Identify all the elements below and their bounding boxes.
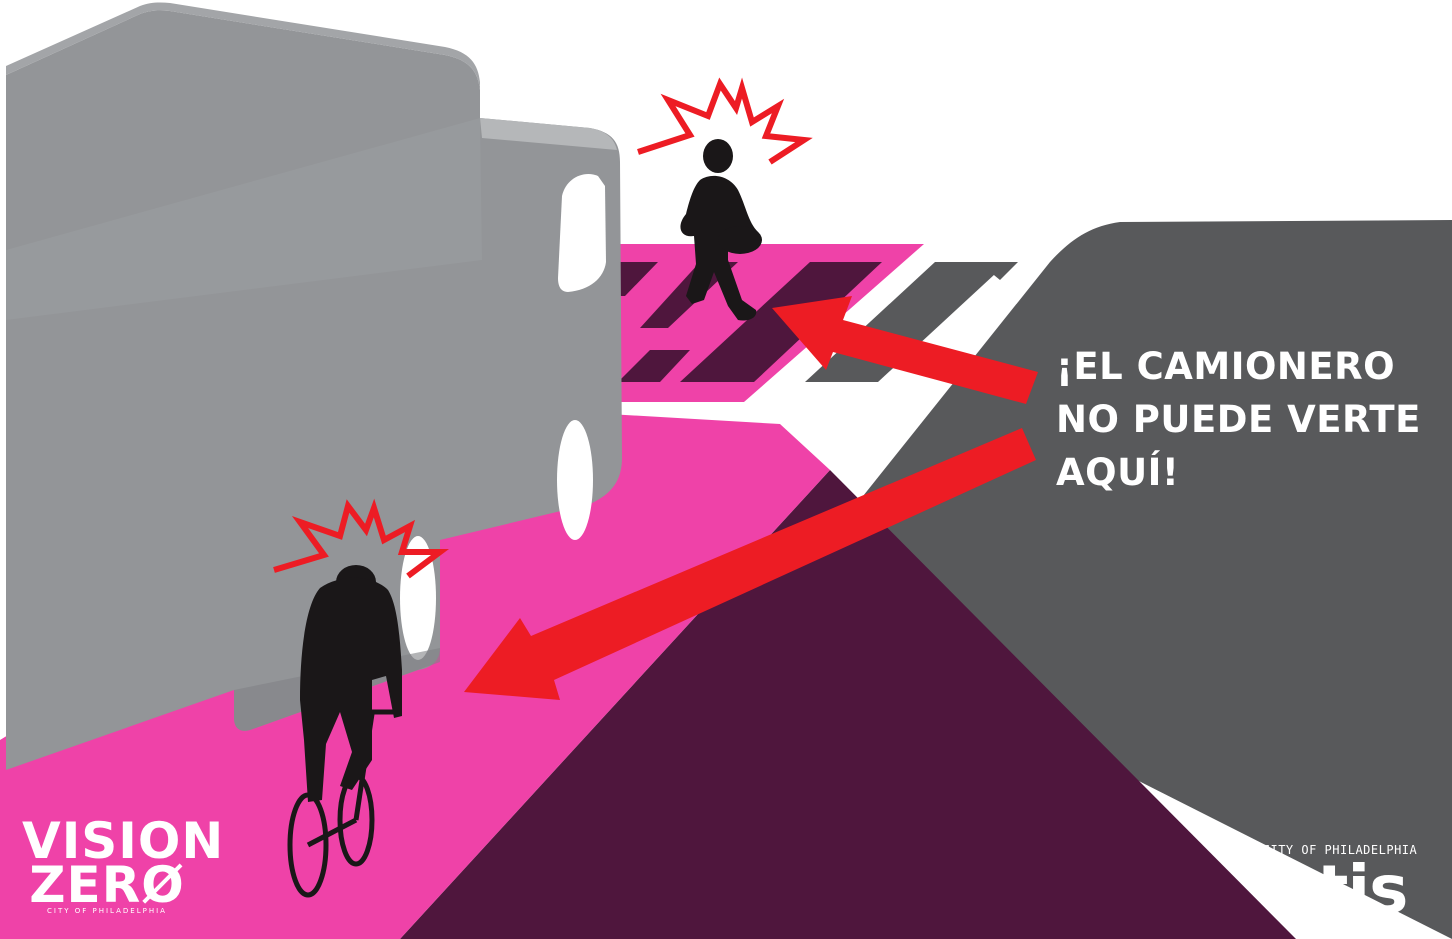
crosswalk-stripe <box>618 262 658 296</box>
blind-spot-zone <box>400 470 1296 939</box>
vision-zero-word-2: ZERØ <box>29 856 185 914</box>
alert-burst-icon <box>273 498 449 579</box>
otis-city-label: CITY OF PHILADELPHIA <box>1262 843 1418 857</box>
truck-icon <box>6 2 622 770</box>
crosswalk-stripe <box>978 262 1018 280</box>
vision-zero-logo: VISION ZERØ CITY OF PHILADELPHIA <box>22 812 225 916</box>
otis-wordmark: otis <box>1272 851 1409 928</box>
crosswalk-stripe <box>618 350 690 382</box>
vision-zero-tagline: CITY OF PHILADELPHIA <box>47 907 167 915</box>
warning-line: AQUÍ! <box>1056 451 1180 494</box>
warning-message: ¡EL CAMIONERO NO PUEDE VERTE AQUÍ! <box>1056 340 1446 499</box>
crosswalk-stripe <box>680 262 882 382</box>
warning-line: NO PUEDE VERTE <box>1056 398 1421 441</box>
arrow-icon <box>772 296 1038 404</box>
arrow-icon <box>464 428 1036 700</box>
alert-burst-icon <box>637 77 813 165</box>
vision-zero-word-1: VISION <box>22 812 225 870</box>
otis-logo: CITY OF PHILADELPHIA otis <box>1250 843 1430 923</box>
warning-line: ¡EL CAMIONERO <box>1056 345 1396 388</box>
cyclist-icon <box>287 565 402 898</box>
bike-lane <box>0 410 830 939</box>
street-block <box>780 220 1452 939</box>
pedestrian-icon <box>680 139 762 321</box>
